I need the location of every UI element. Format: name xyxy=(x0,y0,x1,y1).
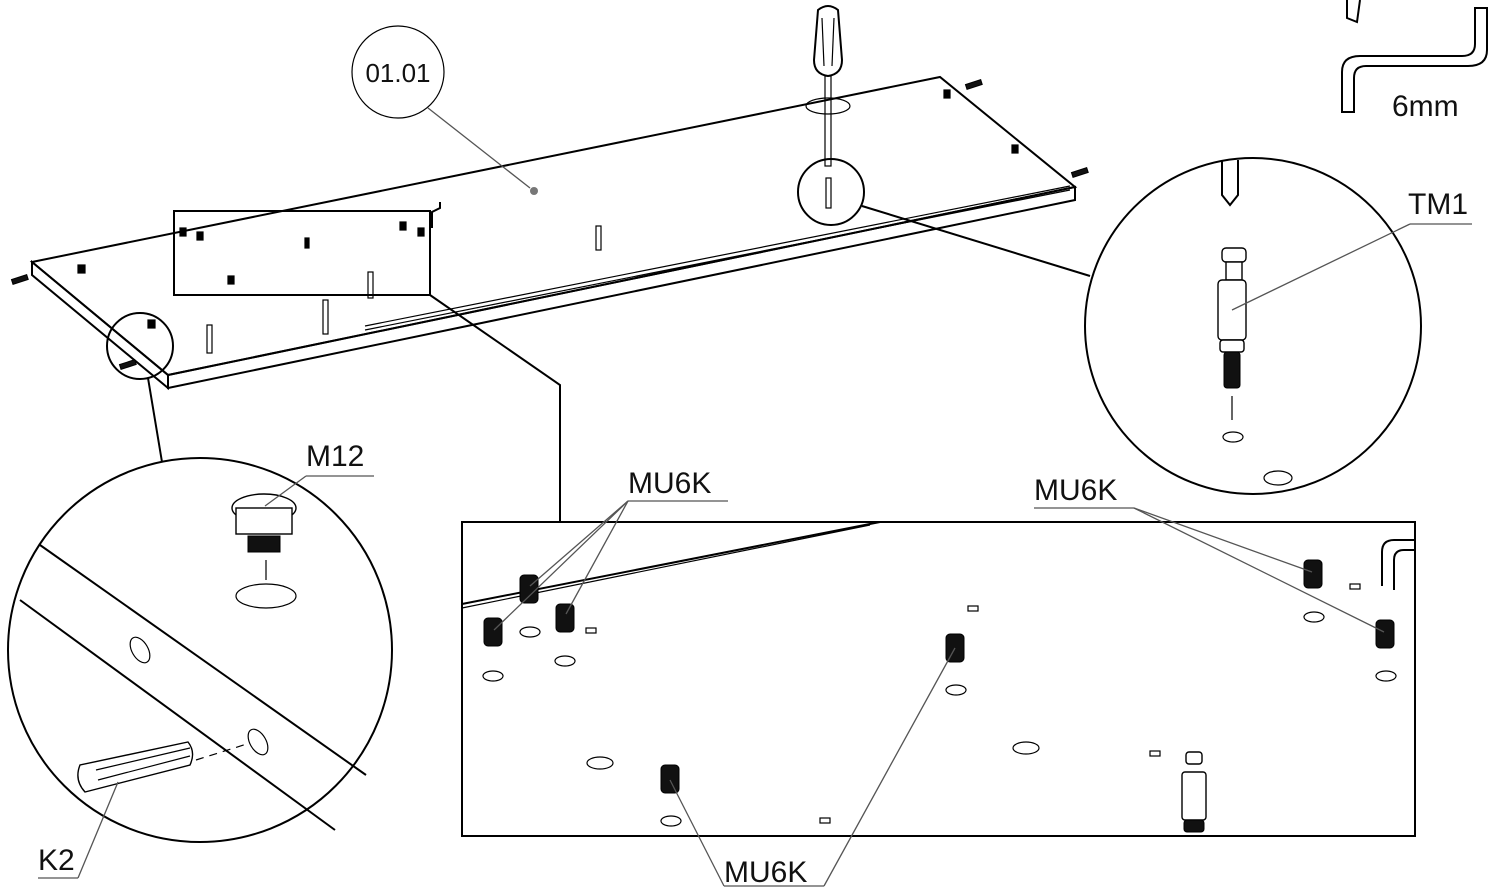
cam-bolt-detail xyxy=(1084,157,1472,495)
insert-label-bottom: MU6K xyxy=(724,856,807,889)
cam-bolt-icon xyxy=(1217,247,1247,389)
step-badge-text: 01.01 xyxy=(365,58,430,88)
dowel-icon xyxy=(77,741,194,793)
insert-detail xyxy=(461,500,1416,887)
step-badge: 01.01 xyxy=(351,25,531,189)
zoom-area-marker xyxy=(173,210,431,296)
cam-lock-label: M12 xyxy=(306,440,364,473)
panel xyxy=(10,75,1089,391)
hex-key-icon xyxy=(1341,0,1488,113)
zoom-leader xyxy=(429,294,561,522)
hex-key-size-label: 6mm xyxy=(1392,90,1459,123)
bolt-zoom-marker xyxy=(797,158,865,226)
cam-lock-icon xyxy=(231,493,297,553)
insert-label-top-right: MU6K xyxy=(1034,474,1117,507)
insert-label-top-left: MU6K xyxy=(628,467,711,500)
threaded-insert-icon xyxy=(483,559,1395,794)
screwdriver-icon xyxy=(805,5,851,167)
cam-lock-detail xyxy=(7,457,393,879)
corner-zoom-marker xyxy=(106,312,174,380)
dowel-label: K2 xyxy=(38,844,75,877)
cam-bolt-label: TM1 xyxy=(1408,188,1468,221)
